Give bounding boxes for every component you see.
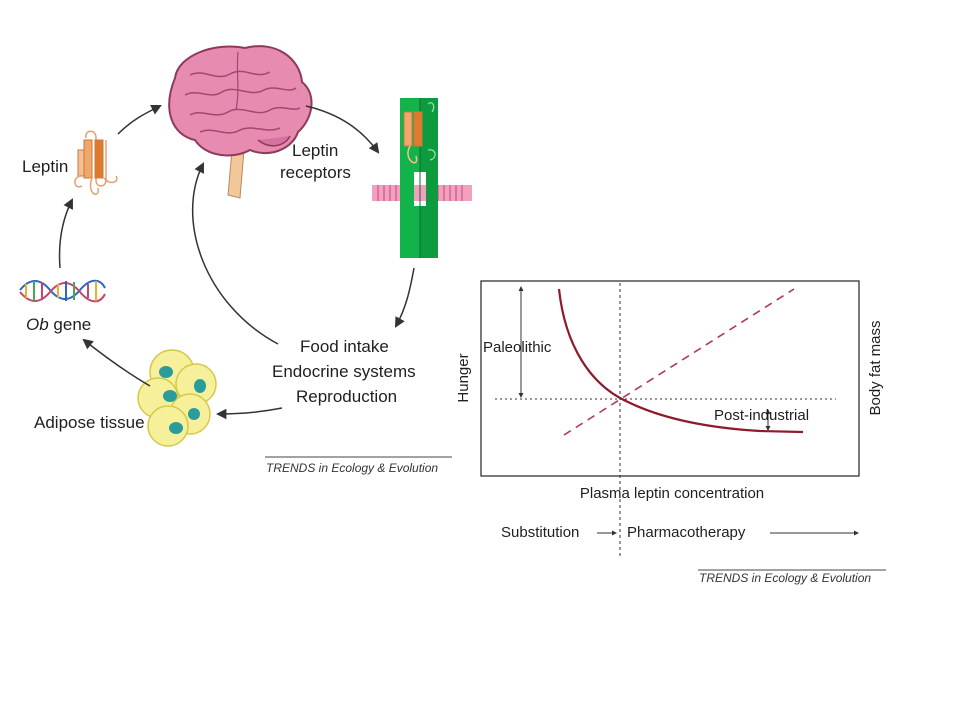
cycle-arrows [58,105,415,420]
post-industrial-label: Post-industrial [714,407,809,424]
substitution-label: Substitution [501,524,579,541]
ob-gene-label: Ob gene [26,315,91,334]
brain-icon [168,45,313,199]
y-axis-right-label: Body fat mass [867,320,884,415]
credit-right: TRENDS in Ecology & Evolution [699,571,871,585]
y-axis-left-label: Hunger [455,353,472,402]
effect-reproduction: Reproduction [296,387,397,406]
x-axis-label: Plasma leptin concentration [580,485,764,502]
leptin-receptors-label-line1: Leptin [292,141,338,160]
adipose-tissue-label: Adipose tissue [34,413,145,432]
dna-helix-icon [19,279,106,303]
leptin-protein-icon [74,130,118,196]
effect-food-intake: Food intake [300,337,389,356]
leptin-cycle-diagram: Leptin Leptin receptors [19,45,472,475]
hunger-leptin-plot: Paleolithic Post-industrial Hunger Body … [455,280,886,585]
leptin-receptors-label-line2: receptors [280,163,351,182]
credit-left: TRENDS in Ecology & Evolution [266,461,438,475]
plot-frame [480,280,860,477]
pharmacotherapy-label: Pharmacotherapy [627,524,746,541]
body-fat-line [563,288,795,436]
leptin-receptor-icon [372,98,472,258]
adipose-cells-icon [137,349,217,447]
hunger-curve [557,288,804,434]
effect-endocrine-systems: Endocrine systems [272,362,416,381]
leptin-label: Leptin [22,157,68,176]
paleolithic-label: Paleolithic [483,339,552,356]
